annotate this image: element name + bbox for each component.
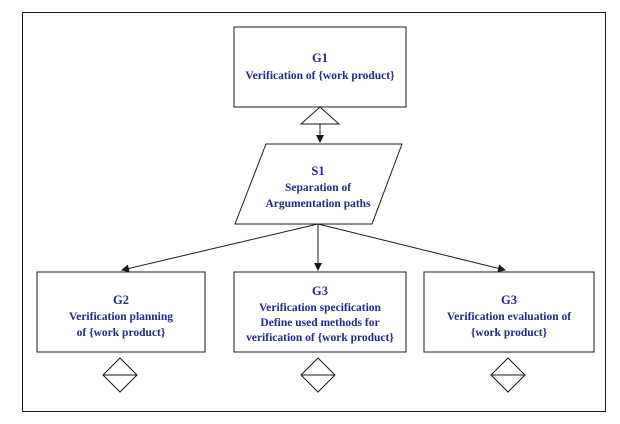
strategy-s1-shape (234, 143, 403, 225)
goal-g3-center: G3 Verification specification Define use… (233, 271, 407, 393)
goal-g3-right-text-line-1: Verification evaluation of (447, 311, 571, 323)
goal-g2-box (36, 271, 206, 353)
strategy-s1-text-line-2: Argumentation paths (265, 198, 371, 210)
goal-g3-center-text-line-3: verification of {work product} (246, 332, 394, 344)
goal-g2: G2 Verification planning of {work produc… (36, 271, 206, 393)
arrow-s1-g3-right (317, 223, 506, 273)
goal-g1-text-line-1: Verification of {work product} (245, 70, 395, 82)
strategy-s1-text-line-1: Separation of (285, 182, 351, 194)
goal-g1: G1 Verification of {work product} (233, 26, 407, 108)
goal-g1-box (233, 26, 407, 108)
goal-g3-center-box (233, 271, 407, 353)
goal-g2-text-line-2: of {work product} (77, 327, 166, 339)
goal-g3-right: G3 Verification evaluation of {work prod… (423, 271, 595, 393)
goal-g3-center-text-line-2: Define used methods for (260, 317, 379, 329)
connectors-s1-children (121, 223, 506, 273)
goal-g1-id: G1 (312, 51, 328, 65)
strategy-s1-id: S1 (311, 164, 324, 178)
goal-g3-right-box (423, 271, 595, 353)
goal-g3-right-id: G3 (501, 293, 517, 307)
arrow-s1-g2 (121, 223, 319, 273)
connector-g1-s1 (299, 106, 341, 143)
diagram-frame (22, 12, 606, 412)
strategy-s1: S1 Separation of Argumentation paths (234, 143, 403, 225)
goal-g2-id: G2 (113, 293, 129, 307)
goal-g3-center-id: G3 (312, 284, 328, 298)
goal-g2-text-line-1: Verification planning (69, 311, 173, 323)
goal-g3-center-text-line-1: Verification specification (259, 302, 382, 314)
goal-g3-right-text-line-2: {work product} (471, 327, 548, 339)
context-triangle-icon (299, 106, 341, 125)
